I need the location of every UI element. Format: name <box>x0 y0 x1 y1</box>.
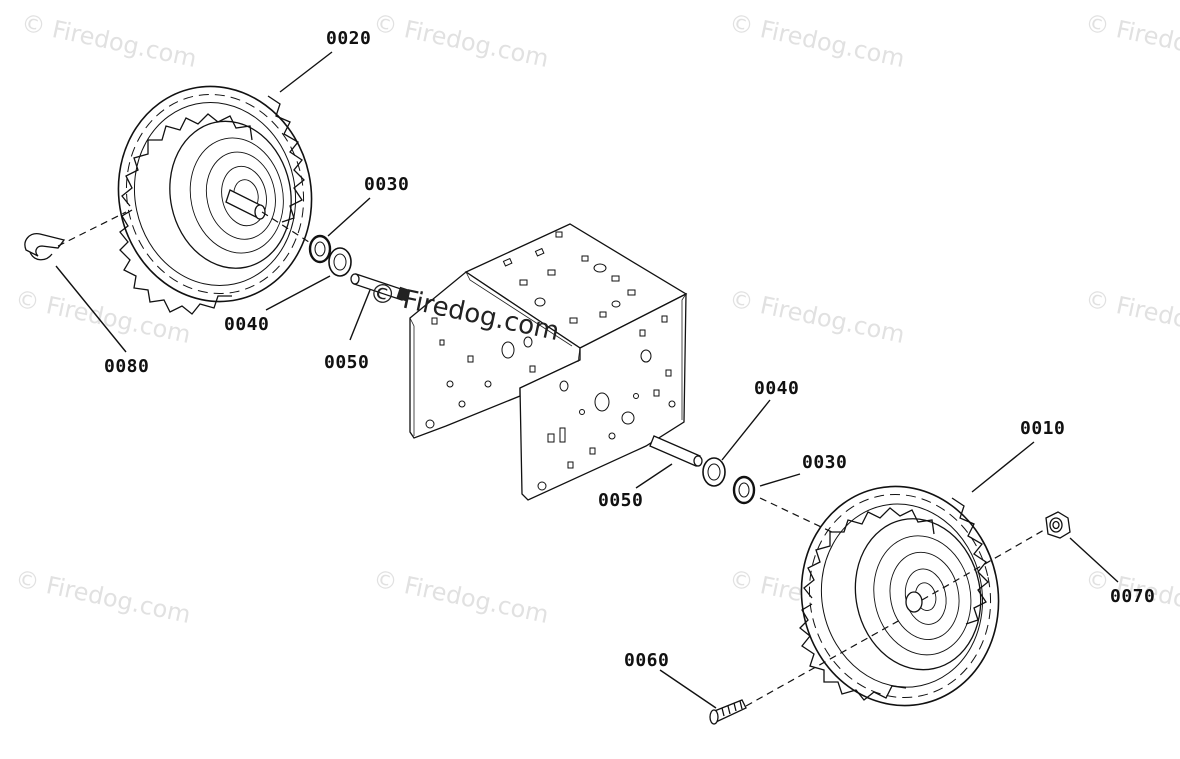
retaining-ring-0030-lower <box>732 475 756 505</box>
washer-0040-lower <box>702 457 726 487</box>
callout-0010: 0010 <box>1020 418 1065 439</box>
retaining-ring-0030-upper <box>308 234 332 264</box>
watermark: © Firedog.com <box>371 564 551 629</box>
watermark: © Firedog.com <box>1083 8 1180 73</box>
frame-housing <box>409 223 688 501</box>
wheel-assembly-0010 <box>800 485 1000 707</box>
callout-0070: 0070 <box>1110 586 1155 607</box>
callout-labels: 0020 0030 0040 0050 0080 0040 0030 0050 … <box>104 28 1155 671</box>
watermark: © Firedog.com <box>13 564 193 629</box>
axle-stub-lower <box>905 591 923 613</box>
axle-pin-0050-lower <box>649 435 703 467</box>
leader-lines <box>55 51 1119 709</box>
callout-0030-upper: 0030 <box>364 174 409 195</box>
wheel-assembly-0020 <box>117 85 313 303</box>
centerlines <box>57 211 1045 707</box>
axle-pin-0050-upper <box>350 273 410 302</box>
tread-lugs <box>119 209 232 315</box>
callout-0050-upper: 0050 <box>324 352 369 373</box>
callout-0040-lower: 0040 <box>754 378 799 399</box>
callout-0040-upper: 0040 <box>224 314 269 335</box>
washer-0040-upper <box>328 247 352 277</box>
bolt-0060 <box>709 699 747 725</box>
watermark: © Firedog.com <box>727 8 907 73</box>
hairpin-clip-0080 <box>24 233 66 261</box>
lock-nut-0070 <box>1045 511 1071 539</box>
watermark: © Firedog.com <box>13 284 193 349</box>
watermark: © Firedog.com <box>1083 284 1180 349</box>
callout-0060: 0060 <box>624 650 669 671</box>
callout-0050-lower: 0050 <box>598 490 643 511</box>
watermark: © Firedog.com <box>727 284 907 349</box>
watermark: © Firedog.com <box>371 8 551 73</box>
callout-0030-lower: 0030 <box>802 452 847 473</box>
axle-stub-upper <box>225 189 266 220</box>
tread-lugs <box>121 113 253 207</box>
callout-0020: 0020 <box>326 28 371 49</box>
watermark: © Firedog.com <box>19 8 199 73</box>
callout-0080: 0080 <box>104 356 149 377</box>
